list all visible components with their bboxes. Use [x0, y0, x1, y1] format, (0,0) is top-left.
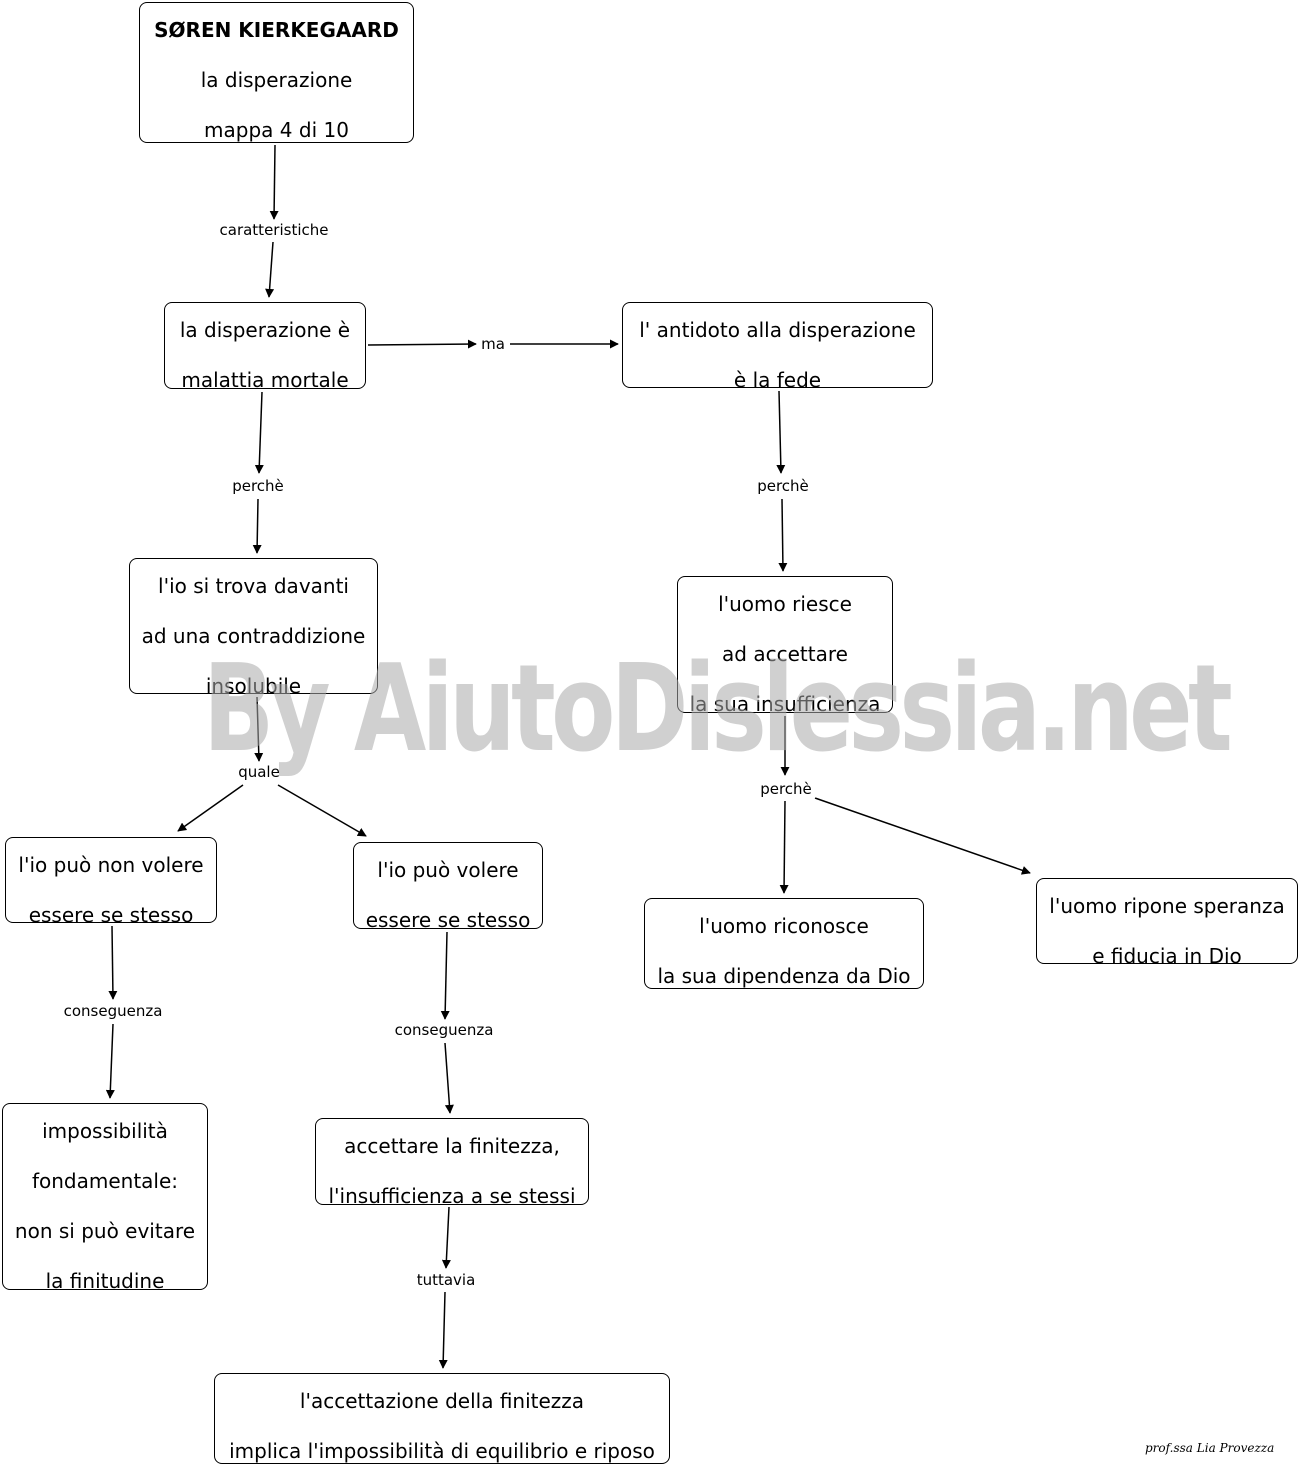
- node-antidoto[interactable]: l' antidoto alla disperazione è la fede: [622, 302, 933, 392]
- node-uomo-riesce[interactable]: l'uomo riesce ad accettare la sua insuff…: [677, 576, 893, 716]
- edge-label-quale: quale: [235, 763, 283, 781]
- node-malattia-mortale[interactable]: la disperazione è malattia mortale: [164, 302, 366, 392]
- node-text: non si può evitare: [14, 1219, 196, 1243]
- node-text: essere se stesso: [365, 908, 531, 932]
- node-text: la finitudine: [45, 1269, 165, 1293]
- node-text: l'uomo riesce: [718, 592, 852, 616]
- node-text: l'io può volere: [377, 858, 519, 882]
- connector-contraddizione-quale: [254, 696, 264, 762]
- edge-label-perche-3: perchè: [757, 780, 815, 798]
- connector-quale-non-volere: [177, 784, 244, 832]
- node-text: ad accettare: [722, 642, 848, 666]
- node-text: l'io può non volere: [18, 853, 204, 877]
- node-text: la sua dipendenza da Dio: [657, 964, 911, 988]
- connector-quale-volere: [277, 784, 367, 837]
- node-text: è la fede: [733, 368, 822, 392]
- edge-label-ma: ma: [478, 335, 508, 353]
- node-text: l'insufficienza a se stessi: [328, 1184, 576, 1208]
- node-impossibilita[interactable]: impossibilità fondamentale: non si può e…: [2, 1103, 208, 1293]
- node-text: impossibilità: [42, 1119, 168, 1143]
- connector-malattia-ma: [367, 339, 477, 349]
- node-finitezza[interactable]: accettare la finitezza, l'insufficienza …: [315, 1118, 589, 1208]
- edge-label-caratteristiche: caratteristiche: [216, 221, 332, 239]
- node-text: fondamentale:: [31, 1169, 179, 1193]
- edge-label-perche-2: perchè: [754, 477, 812, 495]
- node-speranza[interactable]: l'uomo ripone speranza e fiducia in Dio: [1036, 878, 1298, 968]
- node-text: SØREN KIERKEGAARD: [154, 18, 399, 42]
- edge-label-perche-1: perchè: [229, 477, 287, 495]
- node-text: essere se stesso: [28, 903, 194, 927]
- node-text: insolubile: [205, 674, 302, 698]
- connector-conseguenza-finitezza: [444, 1042, 454, 1114]
- node-text: l' antidoto alla disperazione: [639, 318, 916, 342]
- connector-perche-riconosce: [779, 800, 789, 894]
- node-text: l'uomo ripone speranza: [1049, 894, 1285, 918]
- node-text: l'accettazione della finitezza: [299, 1389, 585, 1413]
- connector-perche-riesce: [778, 498, 788, 572]
- node-volere[interactable]: l'io può volere essere se stesso: [353, 842, 543, 932]
- connector-conseguenza-impossibilita: [105, 1023, 115, 1099]
- connector-caratteristiche-malattia: [265, 241, 275, 298]
- node-text: la sua insufficienza: [689, 692, 881, 716]
- connector-perche-contraddizione: [252, 498, 262, 554]
- node-kierkegaard[interactable]: SØREN KIERKEGAARD la disperazione mappa …: [139, 2, 414, 143]
- connector-tuttavia-accettazione: [438, 1291, 448, 1369]
- node-text: la disperazione è: [179, 318, 351, 342]
- node-text: l'uomo riconosce: [699, 914, 869, 938]
- node-accettazione[interactable]: l'accettazione della finitezza implica l…: [214, 1373, 670, 1464]
- node-text: l'io si trova davanti: [158, 574, 349, 598]
- connector-finitezza-tuttavia: [441, 1206, 451, 1269]
- node-contraddizione[interactable]: l'io si trova davanti ad una contraddizi…: [129, 558, 378, 698]
- edge-label-conseguenza-1: conseguenza: [60, 1002, 166, 1020]
- node-text: implica l'impossibilità di equilibrio e …: [229, 1439, 655, 1463]
- connector-malattia-perche: [254, 391, 264, 474]
- author-signature: prof.ssa Lia Provezza: [1145, 1441, 1275, 1455]
- connector-volere-conseguenza: [440, 931, 450, 1020]
- node-text: mappa 4 di 10: [204, 118, 349, 142]
- connector-antidoto-perche: [776, 390, 786, 474]
- node-text: accettare la finitezza,: [344, 1134, 560, 1158]
- node-text: malattia mortale: [181, 368, 349, 392]
- node-text: la disperazione: [200, 68, 353, 92]
- connector-perche-speranza: [814, 797, 1031, 875]
- connector-non-volere-conseguenza: [108, 925, 118, 1000]
- node-riconosce[interactable]: l'uomo riconosce la sua dipendenza da Di…: [644, 898, 924, 989]
- node-non-volere[interactable]: l'io può non volere essere se stesso: [5, 837, 217, 927]
- edge-label-tuttavia: tuttavia: [413, 1271, 479, 1289]
- node-text: ad una contraddizione: [141, 624, 366, 648]
- connector-kierkegaard-caratteristiche: [269, 144, 279, 220]
- node-text: e fiducia in Dio: [1092, 944, 1242, 968]
- edge-label-conseguenza-2: conseguenza: [391, 1021, 497, 1039]
